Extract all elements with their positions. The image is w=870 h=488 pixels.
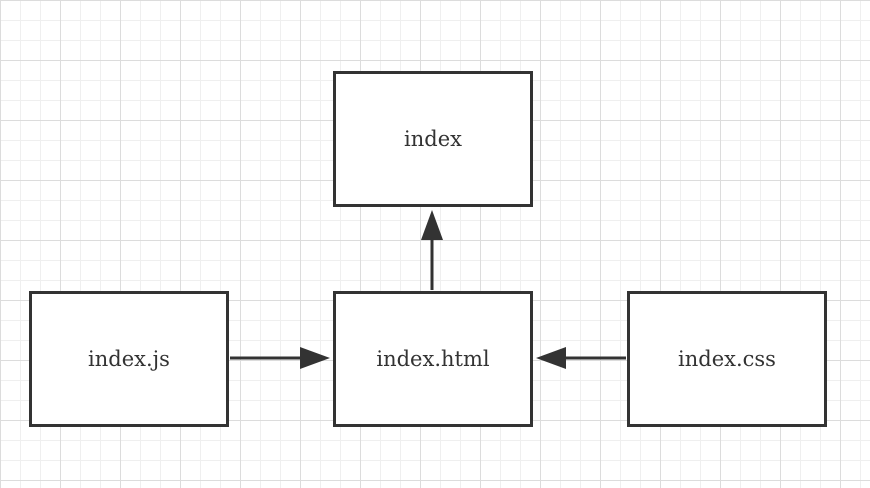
node-label: index.html [376, 347, 490, 371]
edge-index-css-to-index-html [536, 347, 626, 369]
node-index-js[interactable]: index.js [29, 291, 229, 427]
edge-index-js-to-index-html [230, 347, 330, 369]
arrowhead-right-icon [300, 347, 330, 369]
node-index-html[interactable]: index.html [333, 291, 533, 427]
arrowhead-up-icon [421, 210, 443, 240]
edge-index-html-to-index [421, 210, 443, 290]
node-label: index.js [88, 347, 170, 371]
node-index-css[interactable]: index.css [627, 291, 827, 427]
node-label: index.css [678, 347, 776, 371]
arrowhead-left-icon [536, 347, 566, 369]
node-index[interactable]: index [333, 71, 533, 207]
node-label: index [404, 127, 462, 151]
